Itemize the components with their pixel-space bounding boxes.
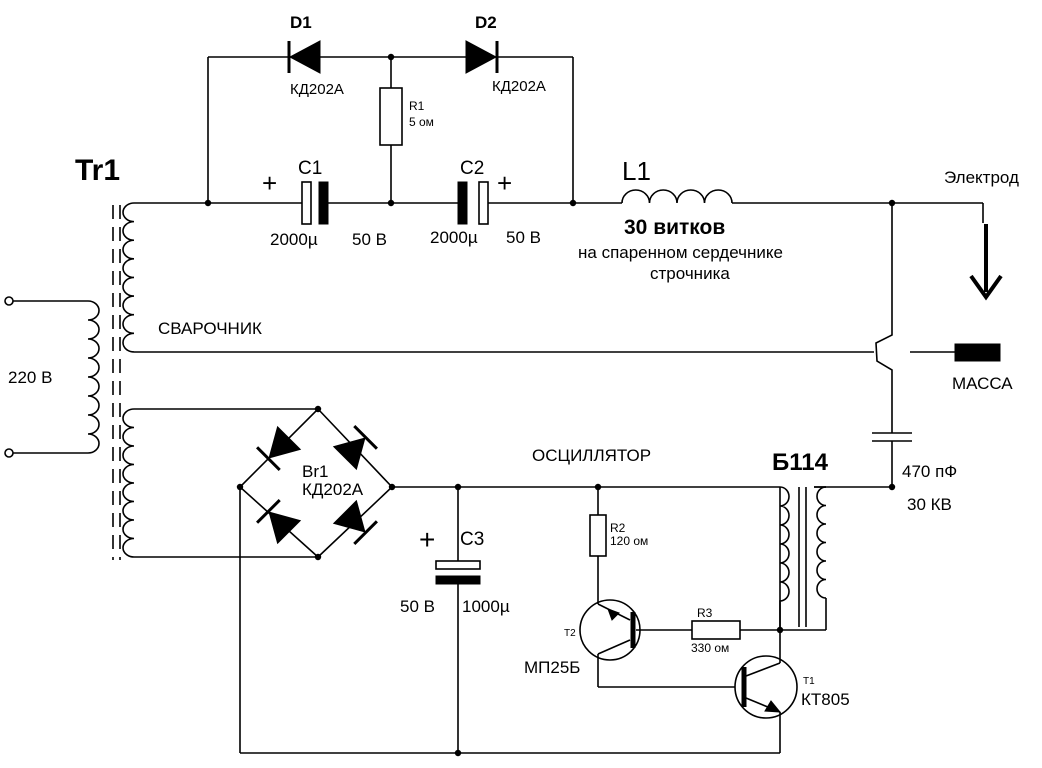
l1-label: L1	[622, 156, 651, 186]
c2-voltage: 50 В	[506, 228, 541, 247]
welder-label: СВАРОЧНИК	[158, 319, 262, 338]
c3-label: C3	[460, 529, 484, 550]
input-terminal-bottom	[4, 448, 14, 458]
input-voltage-label: 220 В	[8, 368, 52, 387]
c3-capacity: 1000µ	[462, 597, 510, 616]
r2-label: R2	[610, 521, 626, 535]
transistor-t2	[579, 599, 641, 661]
electrode-label: Электрод	[944, 168, 1019, 187]
l1-turns: 30 витков	[624, 216, 725, 239]
c1-capacity: 2000µ	[270, 230, 318, 249]
diode-d1	[287, 40, 321, 74]
c2-label: C2	[460, 158, 484, 179]
r3-label: R3	[697, 606, 713, 620]
hv-cap-voltage: 30 КВ	[907, 495, 952, 514]
hv-cap-value: 470 пФ	[902, 462, 957, 481]
bridge-part: КД202А	[302, 480, 364, 499]
r2-value: 120 ом	[610, 534, 648, 548]
transistor-t1	[734, 655, 798, 719]
d2-label: D2	[475, 13, 497, 32]
input-terminal-top	[4, 296, 14, 306]
bridge-label: Br1	[302, 462, 328, 481]
resistor-r3	[691, 620, 741, 640]
r1-label: R1	[409, 99, 425, 113]
c1-label: C1	[298, 158, 322, 179]
capacitor-c3	[435, 560, 481, 585]
electrode-arrow-icon	[969, 224, 1003, 301]
c3-plus: +	[419, 524, 435, 555]
c2-plus: +	[497, 168, 512, 198]
transformer-tr1	[87, 202, 135, 560]
capacitor-hv	[872, 432, 912, 442]
bridge-rectifier-br1	[238, 407, 394, 559]
wires	[12, 56, 984, 754]
l1-note-line2: строчника	[650, 264, 730, 283]
r1-value: 5 ом	[409, 115, 434, 129]
t2-part: МП25Б	[524, 658, 580, 677]
capacitor-c2	[457, 181, 489, 225]
l1-note-line1: на спаренном сердечнике	[578, 243, 783, 262]
tr1-label: Tr1	[75, 154, 120, 187]
capacitor-c1	[301, 181, 329, 225]
t1-part: КТ805	[801, 690, 850, 709]
t1-label: T1	[803, 676, 815, 687]
transformer-b114	[779, 486, 827, 630]
mass-label: МАССА	[952, 374, 1013, 393]
d1-part: КД202А	[290, 81, 344, 98]
c3-voltage: 50 В	[400, 597, 435, 616]
d2-part: КД202А	[492, 78, 546, 95]
resistor-r2	[589, 514, 607, 557]
oscillator-label: ОСЦИЛЛЯТОР	[532, 446, 651, 465]
c1-voltage: 50 В	[352, 230, 387, 249]
r3-value: 330 ом	[691, 641, 729, 655]
inductor-l1	[621, 189, 733, 204]
resistor-r1	[379, 87, 403, 146]
d1-label: D1	[290, 13, 312, 32]
c2-capacity: 2000µ	[430, 228, 478, 247]
mass-terminal	[954, 343, 1001, 362]
diode-d2	[465, 40, 499, 74]
b114-label: Б114	[772, 449, 829, 476]
t2-label: T2	[564, 628, 576, 639]
c1-plus: +	[262, 168, 277, 198]
